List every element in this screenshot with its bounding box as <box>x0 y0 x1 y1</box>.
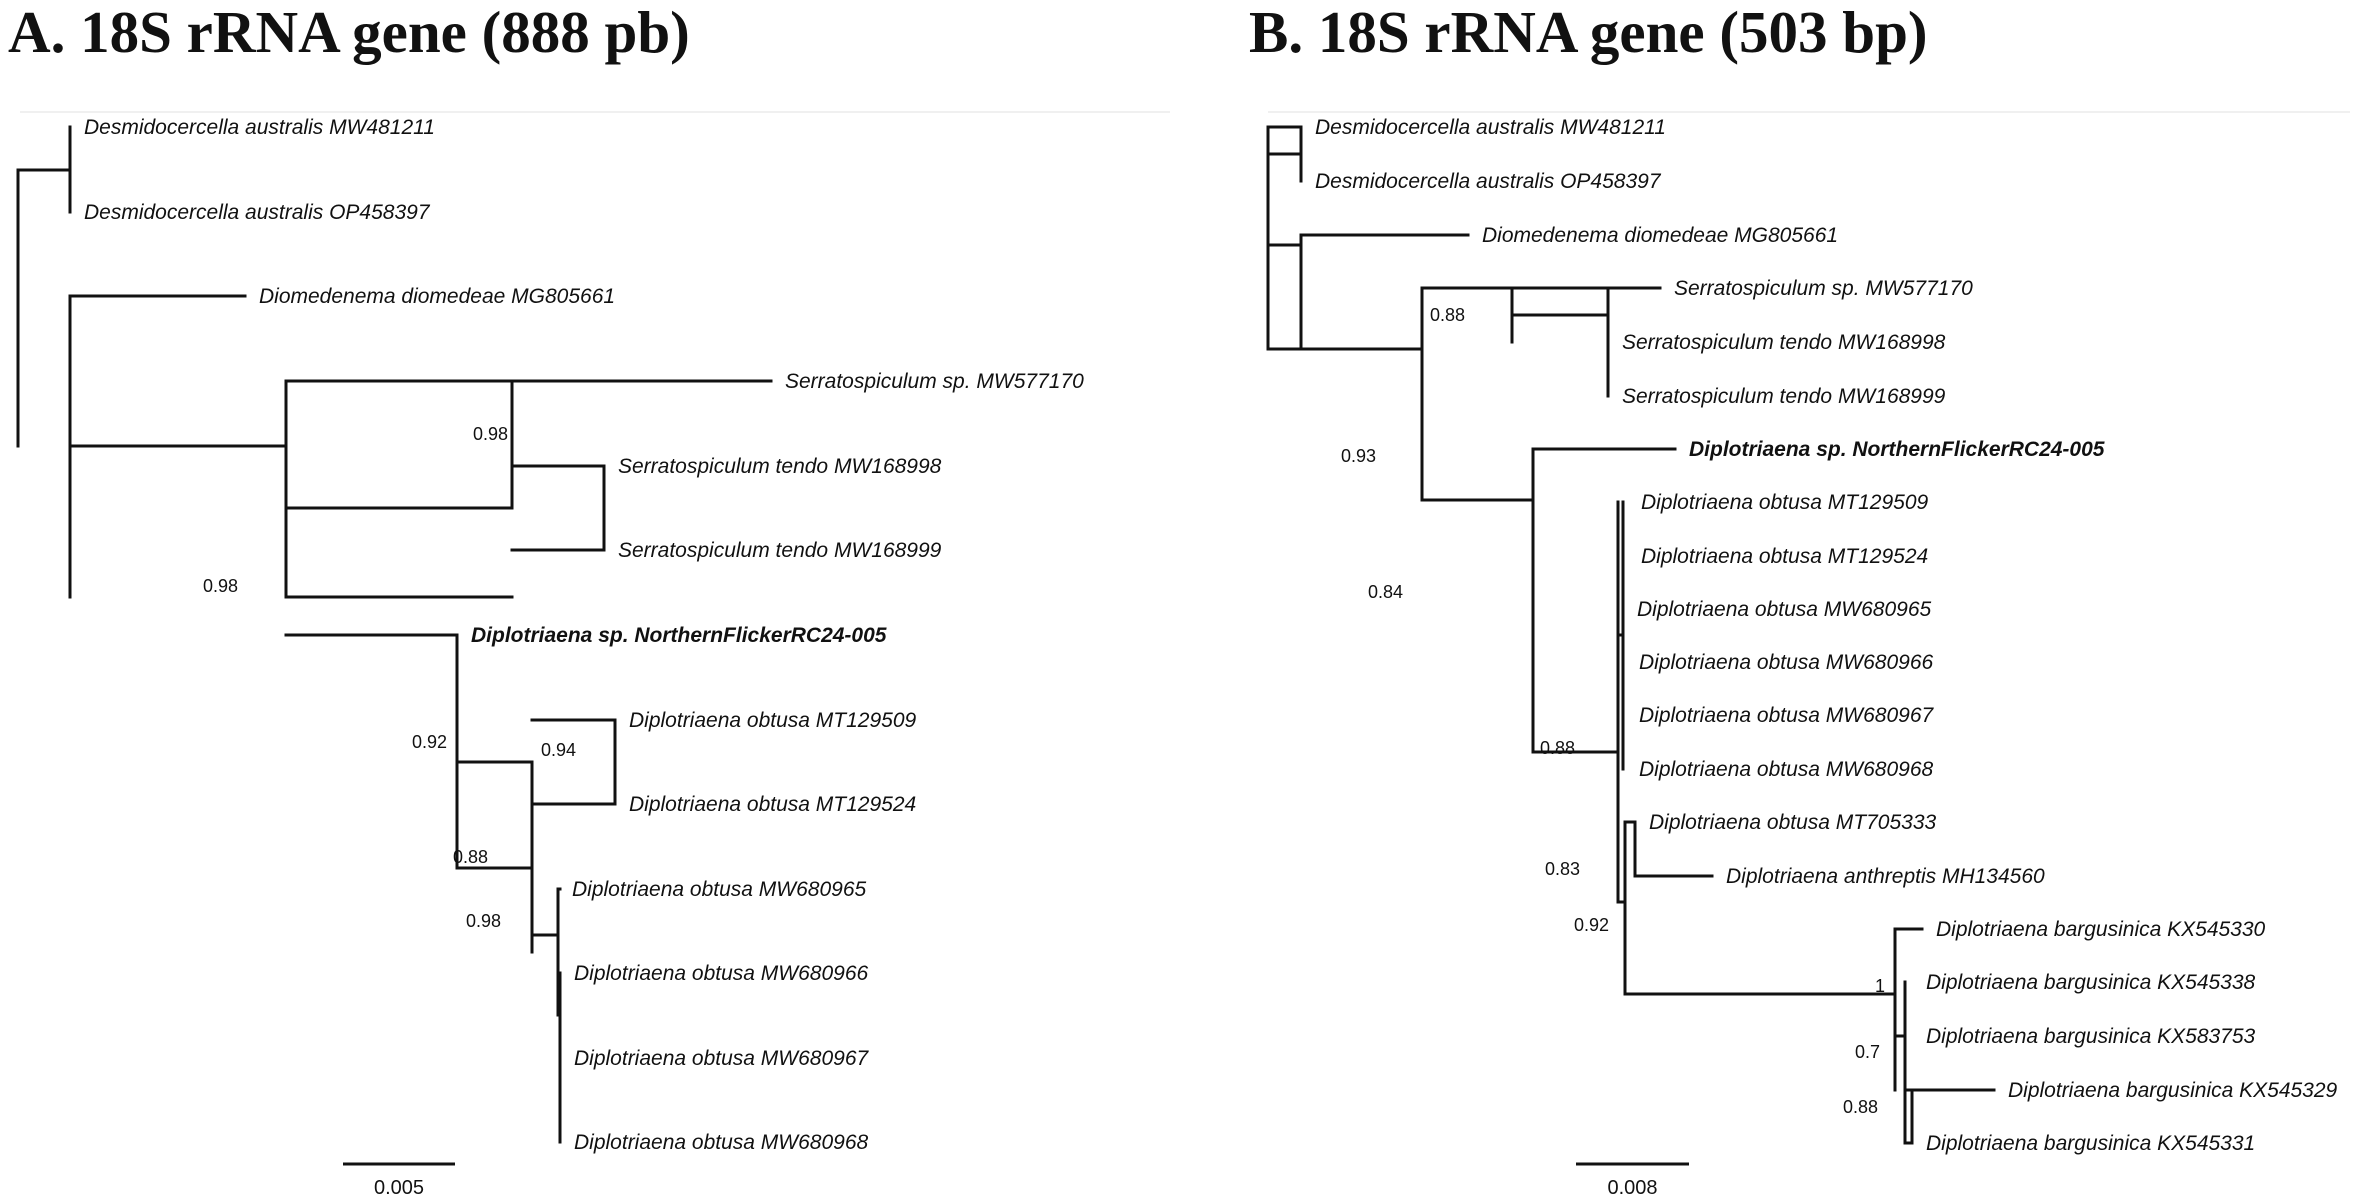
taxon-label: Diplotriaena obtusa MW680965 <box>1637 598 1931 621</box>
panel-a-title: A. 18S rRNA gene (888 pb) <box>8 0 690 65</box>
taxon-label: Diplotriaena obtusa MW680966 <box>574 962 868 985</box>
support-value: 0.88 <box>1430 305 1465 325</box>
taxon-label: Serratospiculum tendo MW168999 <box>618 539 942 562</box>
taxon-label: Diplotriaena sp. NorthernFlickerRC24-005 <box>471 624 887 647</box>
taxon-label: Diplotriaena sp. NorthernFlickerRC24-005 <box>1689 438 2105 461</box>
taxon-label: Diplotriaena obtusa MT129509 <box>1641 491 1929 514</box>
taxon-label: Diplotriaena obtusa MW680965 <box>572 878 866 901</box>
taxon-label: Diomedenema diomedeae MG805661 <box>259 285 615 308</box>
support-value: 0.94 <box>541 740 576 760</box>
support-value: 0.92 <box>1574 915 1609 935</box>
taxon-label: Diplotriaena obtusa MT129509 <box>629 709 917 732</box>
panel-b-tree: Desmidocercella australis MW481211Desmid… <box>1266 111 2350 1199</box>
support-value: 0.93 <box>1341 446 1376 466</box>
support-value: 0.98 <box>473 424 508 444</box>
scale-bar-label: 0.008 <box>1607 1177 1657 1199</box>
support-value: 0.84 <box>1368 582 1403 602</box>
branch <box>1510 286 1610 344</box>
branch <box>1910 1088 1996 1145</box>
taxon-label: Desmidocercella australis MW481211 <box>84 116 435 139</box>
support-value: 0.83 <box>1545 859 1580 879</box>
taxon-label: Diplotriaena obtusa MT129524 <box>1641 545 1928 568</box>
branch <box>1893 980 1907 1145</box>
panel-b-title: B. 18S rRNA gene (503 bp) <box>1249 0 1928 65</box>
taxon-label: Serratospiculum tendo MW168998 <box>618 455 942 478</box>
taxon-label: Serratospiculum sp. MW577170 <box>785 370 1084 393</box>
taxon-label: Diplotriaena bargusinica KX545331 <box>1926 1132 2255 1155</box>
taxon-label: Desmidocercella australis OP458397 <box>84 201 431 224</box>
taxon-label: Diplotriaena obtusa MW680966 <box>1639 651 1933 674</box>
support-value: 0.88 <box>453 847 488 867</box>
support-value: 0.98 <box>203 576 238 596</box>
support-value: 0.92 <box>412 732 447 752</box>
support-value: 0.7 <box>1855 1042 1880 1062</box>
taxon-label: Serratospiculum tendo MW168998 <box>1622 331 1946 354</box>
scale-bar-label: 0.005 <box>374 1177 424 1199</box>
anthreptis-branch <box>1633 820 1714 878</box>
taxon-label: Desmidocercella australis OP458397 <box>1315 170 1662 193</box>
support-value: 0.88 <box>1843 1097 1878 1117</box>
taxon-label: Diplotriaena obtusa MT129524 <box>629 793 916 816</box>
taxon-label: Diplotriaena bargusinica KX545330 <box>1936 918 2266 941</box>
taxon-label: Diplotriaena bargusinica KX545338 <box>1926 971 2256 994</box>
taxon-label: Diplotriaena bargusinica KX583753 <box>1926 1025 2256 1048</box>
branch <box>1510 286 1662 317</box>
taxon-label: Desmidocercella australis MW481211 <box>1315 116 1666 139</box>
taxon-label: Diplotriaena anthreptis MH134560 <box>1726 865 2045 888</box>
support-value: 0.98 <box>466 911 501 931</box>
support-value: 1 <box>1875 976 1885 996</box>
taxon-label: Serratospiculum tendo MW168999 <box>1622 385 1946 408</box>
branch <box>1623 820 1637 996</box>
taxon-label: Diplotriaena bargusinica KX545329 <box>2008 1079 2338 1102</box>
support-value: 0.88 <box>1540 738 1575 758</box>
taxon-label: Diplotriaena obtusa MW680967 <box>574 1047 869 1070</box>
taxon-label: Diplotriaena obtusa MW680968 <box>574 1131 868 1154</box>
branch <box>1616 500 1625 771</box>
taxon-label: Diplotriaena obtusa MW680968 <box>1639 758 1933 781</box>
taxon-label: Diomedenema diomedeae MG805661 <box>1482 224 1838 247</box>
tree-branch <box>16 125 72 214</box>
panel-a-tree: Desmidocercella australis MW481211Desmid… <box>16 111 1170 1199</box>
taxon-label: Serratospiculum sp. MW577170 <box>1674 277 1973 300</box>
tree-branch <box>284 379 514 599</box>
taxon-label: Diplotriaena obtusa MW680967 <box>1639 704 1934 727</box>
taxon-label: Diplotriaena obtusa MT705333 <box>1649 811 1937 834</box>
